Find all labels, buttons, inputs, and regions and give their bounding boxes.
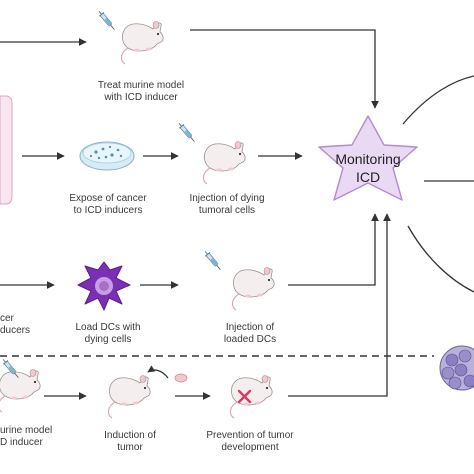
label-line: Induction of [104,430,156,441]
label-line: urine model [0,425,53,436]
mouse-icon [202,140,246,185]
label-line: tumoral cells [198,205,256,216]
label-line: D inducer [0,437,43,448]
label-line: Treat murine model [97,80,185,91]
label-prevention-tumor: Prevention of tumor development [192,430,308,454]
label-line: to ICD inducers [73,205,143,216]
label-cancer-inducers: cer ducers [0,313,31,337]
label-line: Load DCs with [75,322,141,333]
label-line: cer [0,313,14,324]
tumor-cells-icon [174,373,188,383]
label-line: tumor [117,442,143,453]
label-line: Injection of dying [189,193,265,204]
label-line: Injection of [225,322,275,333]
label-line: Expose of cancer [69,193,147,204]
syringe-icon [202,248,224,273]
cycle-arc-bottom [407,225,474,293]
arrow-row1-to-star [190,29,379,109]
label-murine-model-bottom: urine model D inducer [0,425,62,449]
monitoring-icd-star [318,115,418,201]
petri-dish-icon [79,141,135,171]
label-line: Prevention of tumor [206,430,294,441]
mouse-icon [231,266,275,311]
left-panel-edge [0,95,13,205]
cross-icon [237,389,252,404]
label-treat-murine: Treat murine model with ICD inducer [86,80,196,104]
label-line: Monitoring [335,151,401,167]
mouse-icon [107,374,151,419]
mouse-icon [120,20,164,65]
arrow-row3-to-star [288,213,379,286]
label-induction-tumor: Induction of tumor [92,430,168,454]
curved-arrow [147,365,169,379]
label-inject-dying: Injection of dying tumoral cells [172,193,282,217]
cycle-arc-top [402,75,474,125]
label-line: ducers [0,325,31,336]
label-line: dying cells [84,334,132,345]
label-inject-loaded: Injection of loaded DCs [200,322,300,346]
label-monitoring-icd: Monitoring ICD [318,150,418,186]
label-line: ICD [355,169,381,185]
syringe-icon [96,8,118,33]
dendritic-cell-icon [77,261,131,311]
arrow-row4-to-star [288,213,391,397]
mouse-icon [229,374,273,419]
mouse-icon [0,368,41,413]
label-expose-cancer: Expose of cancer to ICD inducers [58,193,158,217]
tumor-cluster-icon [439,345,474,391]
label-load-dcs: Load DCs with dying cells [58,322,158,346]
label-line: loaded DCs [223,334,277,345]
syringe-icon [176,120,198,145]
label-line: with ICD inducer [104,92,178,103]
label-line: development [221,442,279,453]
